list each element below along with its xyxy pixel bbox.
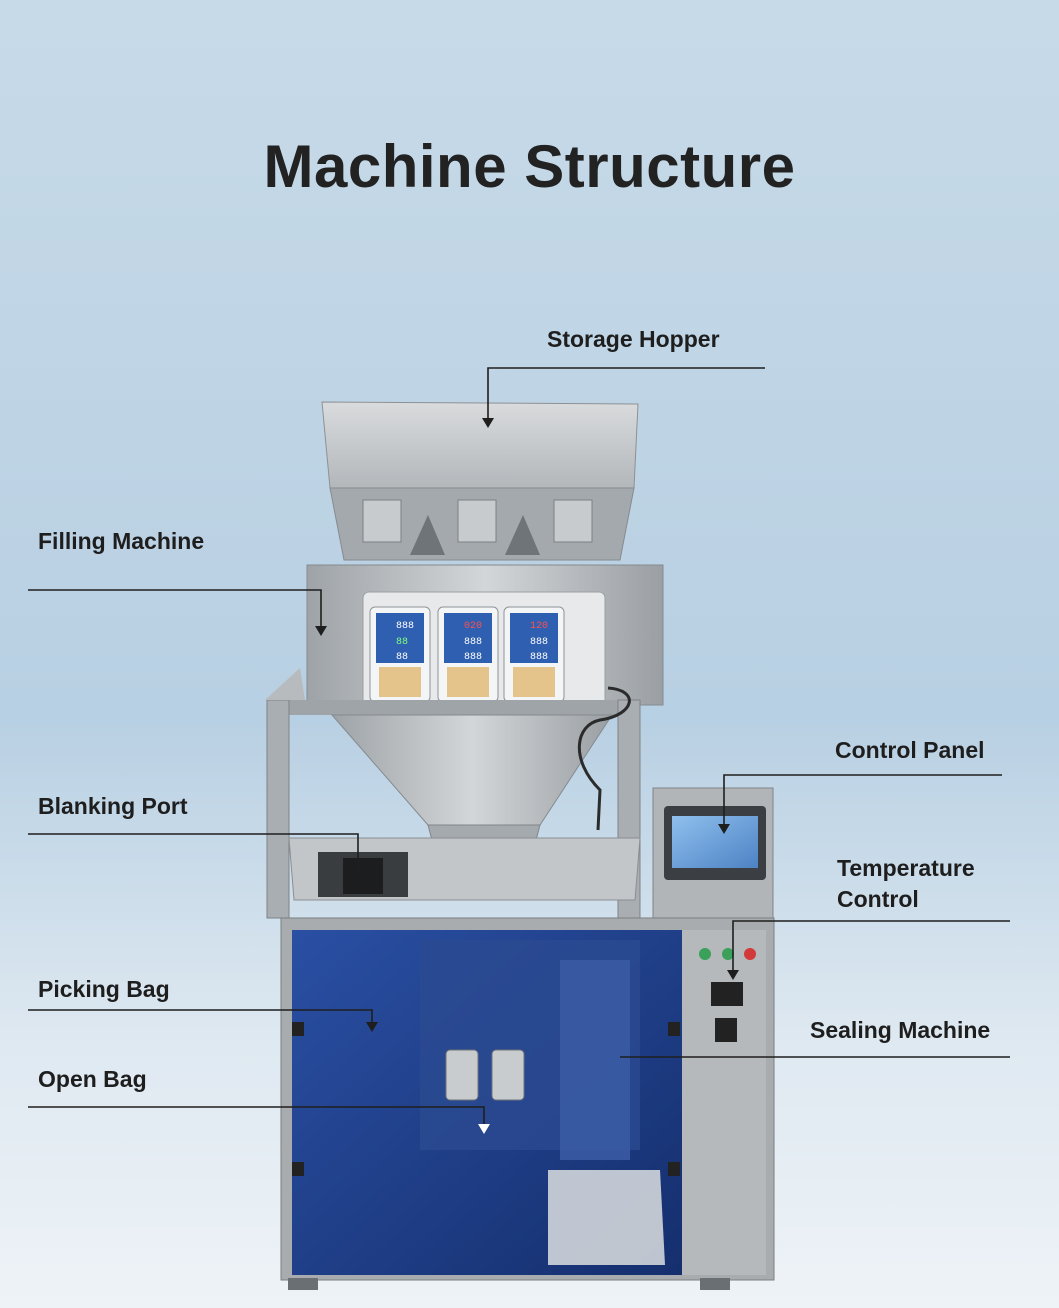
label-filling-machine: Filling Machine bbox=[38, 528, 205, 554]
display-1b: 88 bbox=[396, 637, 408, 648]
arrow-down-icon bbox=[718, 824, 730, 834]
filling-machine-leader bbox=[28, 589, 322, 628]
display-3c: 888 bbox=[530, 652, 548, 663]
weigh-head-panel-2: 020 888 888 bbox=[437, 606, 499, 703]
blanking-port-leader bbox=[28, 833, 359, 875]
display-3a: 120 bbox=[530, 621, 548, 632]
storage-hopper-leader bbox=[487, 367, 765, 420]
arrow-down-icon bbox=[482, 418, 494, 428]
display-2a: 020 bbox=[464, 621, 482, 632]
display-2c: 888 bbox=[464, 652, 482, 663]
open-bag-leader bbox=[28, 1106, 485, 1126]
lower-cabinet bbox=[280, 917, 775, 1290]
display-1a: 888 bbox=[396, 621, 414, 632]
leader-lines bbox=[28, 367, 1010, 1126]
label-storage-hopper: Storage Hopper bbox=[547, 326, 720, 352]
display-1c: 88 bbox=[396, 652, 408, 663]
label-open-bag: Open Bag bbox=[38, 1066, 147, 1092]
label-sealing-machine: Sealing Machine bbox=[810, 1017, 991, 1043]
arrow-down-icon bbox=[727, 970, 739, 980]
weigh-head-panel-3: 120 888 888 bbox=[503, 606, 565, 703]
label-blanking-port: Blanking Port bbox=[38, 793, 188, 819]
label-picking-bag: Picking Bag bbox=[38, 976, 170, 1002]
weigh-head-panel-1: 888 88 88 bbox=[369, 606, 431, 703]
arrow-down-icon bbox=[315, 626, 327, 636]
control-panel-leader bbox=[723, 774, 1002, 826]
picking-bag-leader bbox=[28, 1009, 373, 1025]
temperature-control-leader bbox=[732, 920, 1010, 972]
storage-hopper bbox=[321, 401, 639, 561]
control-panel-column bbox=[652, 787, 774, 919]
label-temperature-control: Temperature Control bbox=[837, 855, 975, 912]
display-2b: 888 bbox=[464, 637, 482, 648]
page-title: Machine Structure bbox=[263, 133, 796, 200]
blanking-tray bbox=[288, 837, 641, 901]
arrowheads bbox=[315, 418, 739, 1134]
arrow-down-icon bbox=[366, 1022, 378, 1032]
label-control-panel: Control Panel bbox=[835, 737, 985, 763]
arrow-down-icon bbox=[478, 1124, 490, 1134]
display-3b: 888 bbox=[530, 637, 548, 648]
